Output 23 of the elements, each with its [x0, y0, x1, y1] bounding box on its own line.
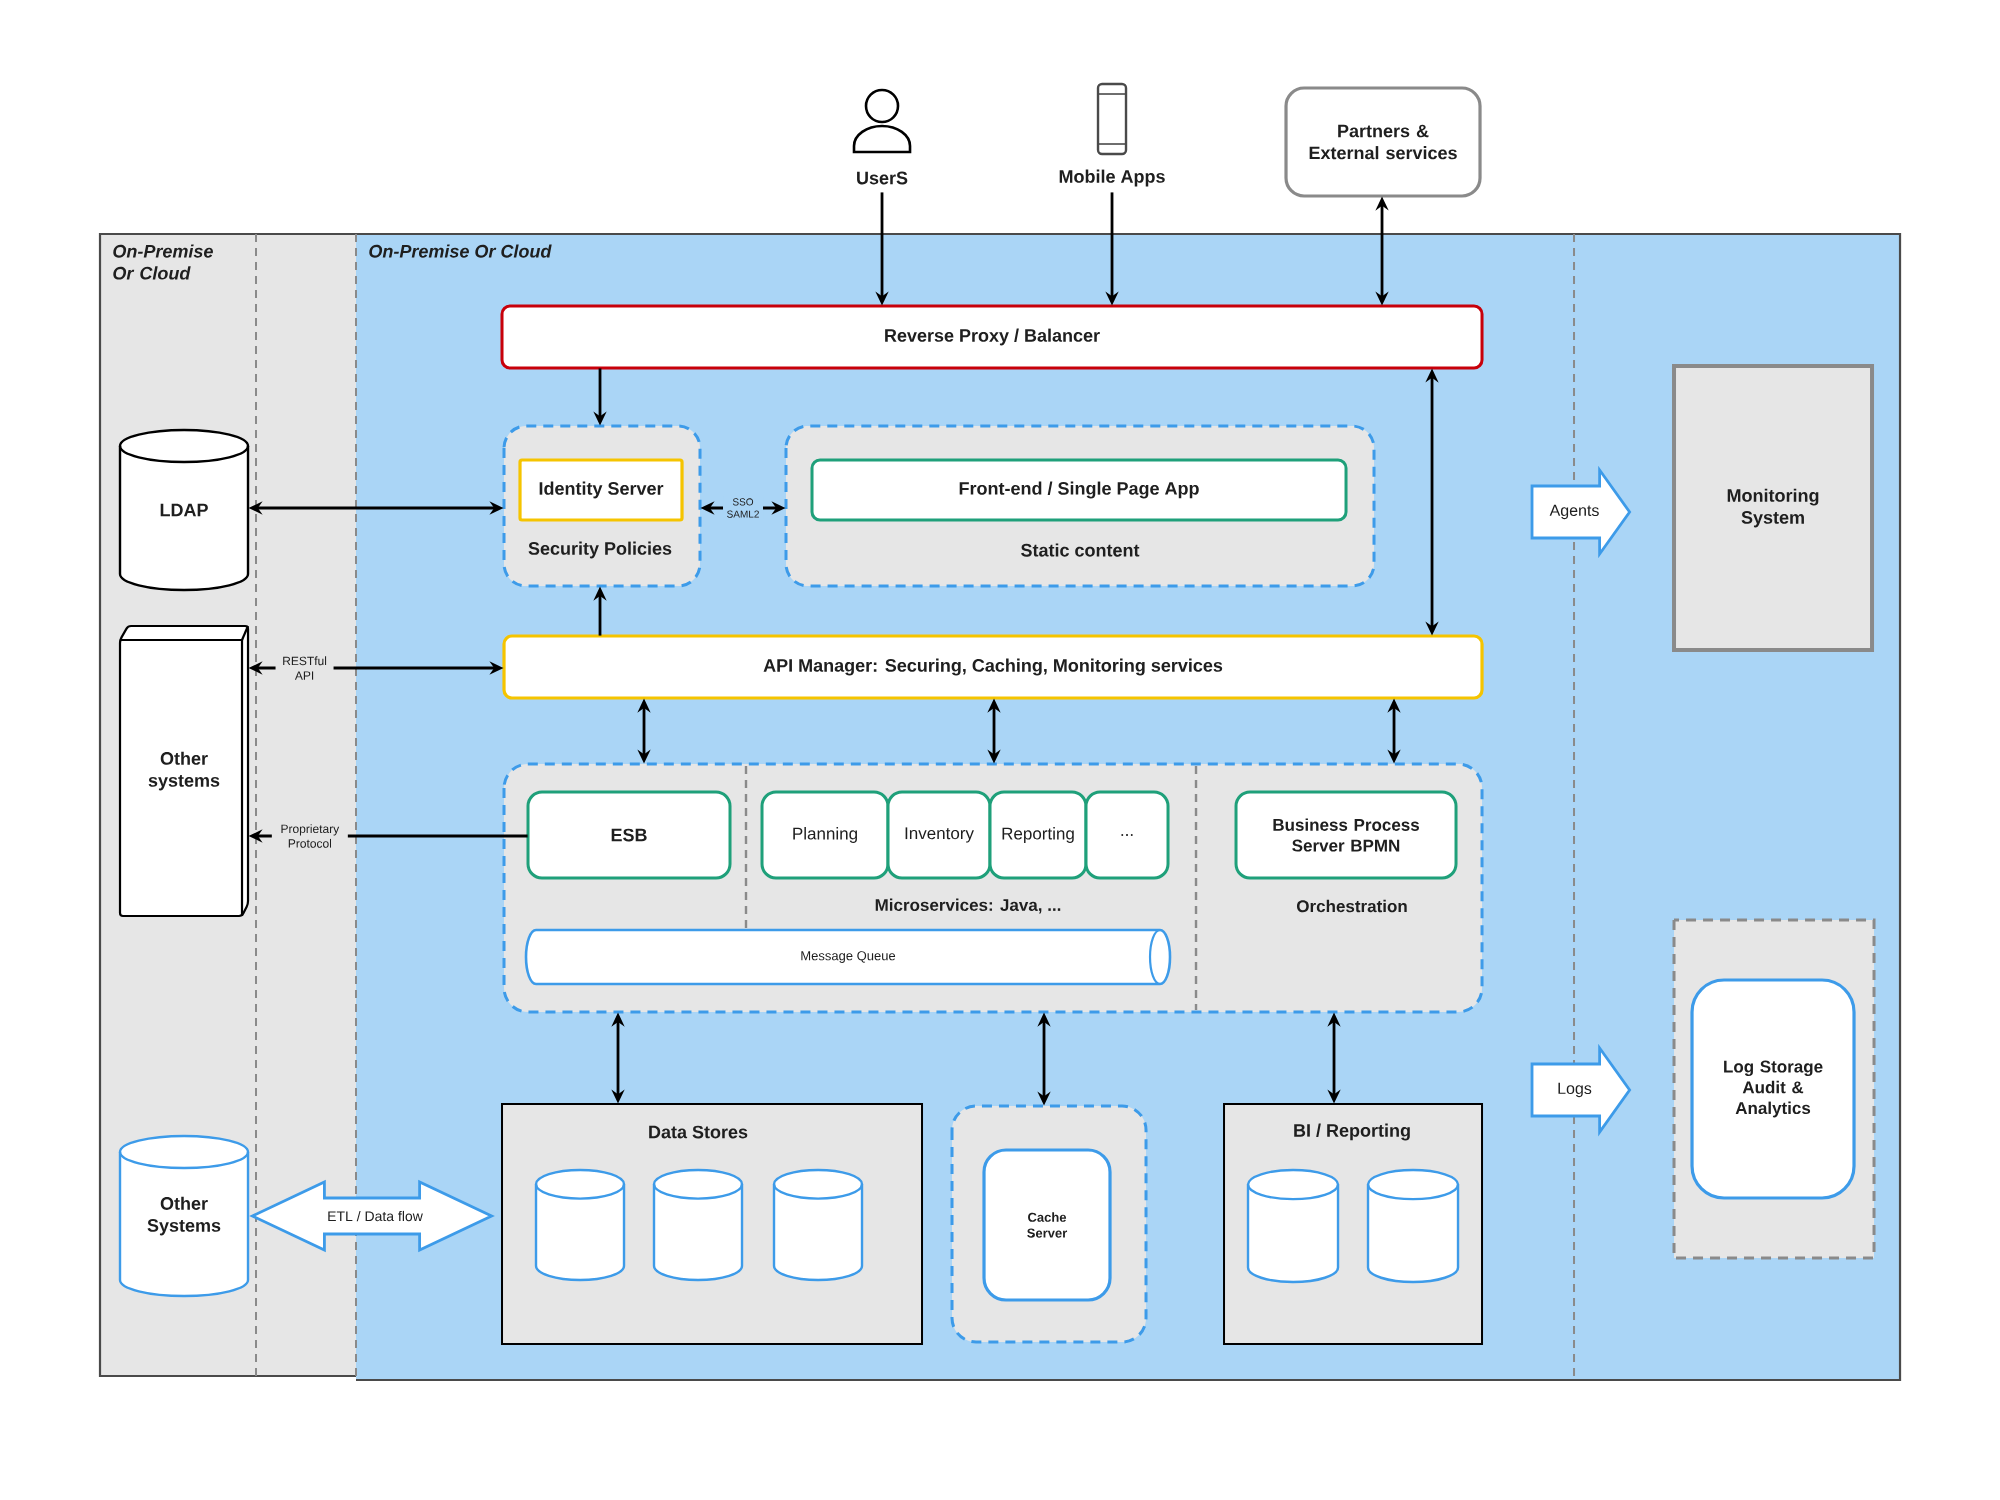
process-box: Business Process Server BPMN [1234, 790, 1458, 880]
process-box: Reporting [988, 790, 1088, 880]
rounded-box: Partners & External services [1284, 86, 1482, 198]
rounded-box: Log Storage Audit & Analytics [1690, 978, 1856, 1200]
process-box: ... [1084, 790, 1170, 880]
database-cylinder: Other Systems [118, 1134, 250, 1298]
process-box: Inventory [886, 790, 992, 880]
process-box: ESB [526, 790, 732, 880]
database-cylinder [1366, 1168, 1460, 1284]
database-cylinder [1246, 1168, 1340, 1284]
cuboid-box: Other systems [118, 624, 250, 918]
process-box: Reverse Proxy / Balancer [500, 304, 1484, 370]
process-box: Planning [760, 790, 890, 880]
database-cylinder [772, 1168, 864, 1282]
process-box: Front-end / Single Page App [810, 458, 1348, 522]
database-cylinder: LDAP [118, 428, 250, 592]
node-label: Mobile Apps [1059, 169, 1165, 187]
node-label: UserS [857, 171, 908, 185]
database-cylinder [652, 1168, 744, 1282]
process-box: API Manager: Securing, Caching, Monitoring services [502, 634, 1484, 700]
system-box: Monitoring System [1672, 364, 1875, 652]
process-box: Identity Server [518, 458, 684, 522]
database-cylinder [534, 1168, 626, 1282]
